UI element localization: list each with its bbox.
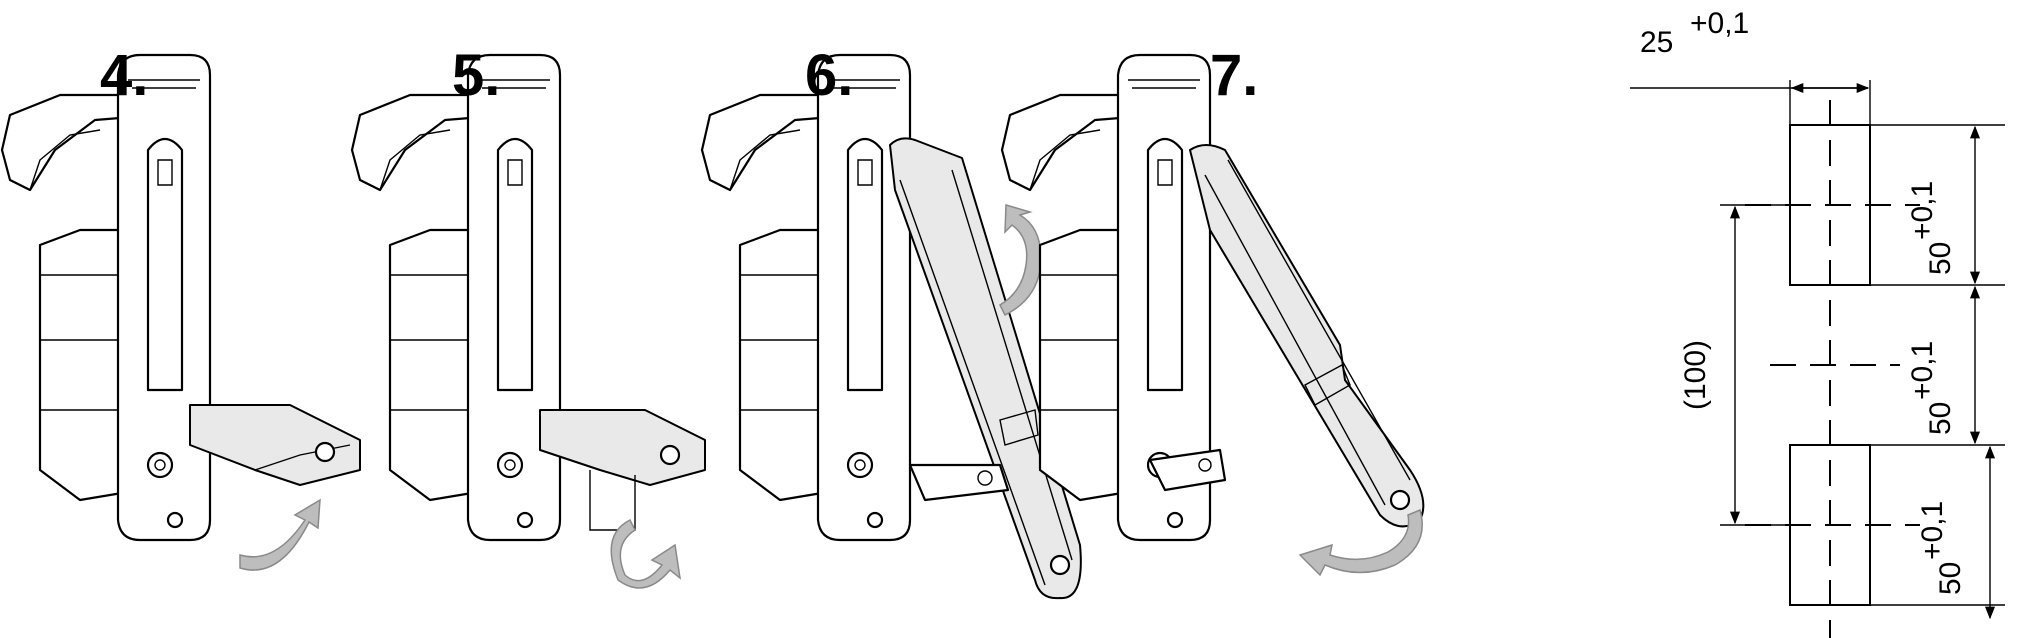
- step-7-illustration: [1000, 53, 1425, 577]
- step-6-label: 6.: [805, 43, 853, 108]
- step-5-illustration: [350, 53, 706, 589]
- upper-cutout-height-value: 50: [1924, 242, 1957, 275]
- top-width-value: 25: [1640, 26, 1673, 59]
- lower-cutout-height-value: 50: [1934, 562, 1967, 595]
- center-distance-label: (100): [1679, 340, 1712, 410]
- step-4-illustration: [0, 53, 361, 571]
- cutout-dimension-drawing: [1630, 80, 2005, 638]
- upper-cutout-height-tolerance: +0,1: [1906, 181, 1939, 240]
- step-4-label: 4.: [100, 43, 148, 108]
- gap-height-value: 50: [1924, 402, 1957, 435]
- step-7-label: 7.: [1210, 43, 1258, 108]
- gap-height-tolerance: +0,1: [1906, 341, 1939, 400]
- step-5-label: 5.: [452, 43, 500, 108]
- step-6-illustration: [700, 53, 1082, 600]
- lower-cutout-height-tolerance: +0,1: [1916, 501, 1949, 560]
- top-width-tolerance: +0,1: [1690, 7, 1749, 40]
